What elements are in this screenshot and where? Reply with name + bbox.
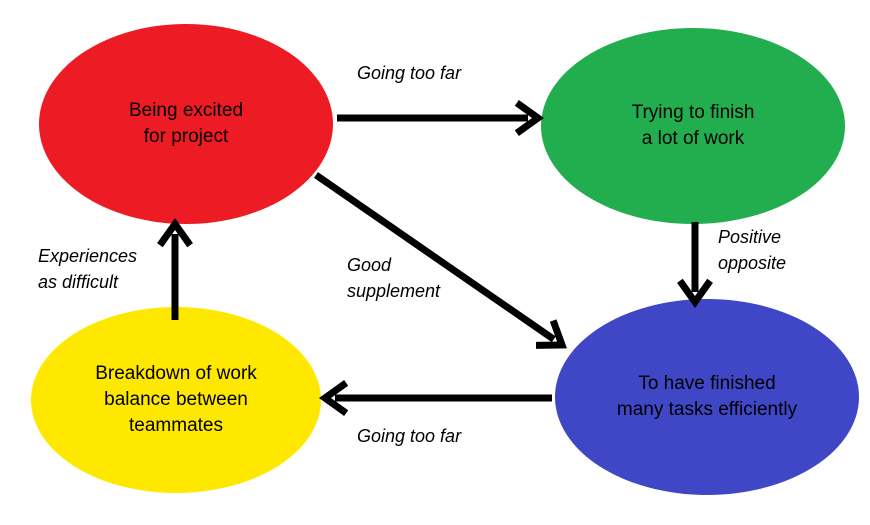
node-ellipse-to-have-finished[interactable] (555, 299, 859, 495)
edge-arrow-excited-to-finished-head (535, 319, 567, 349)
edge-arrow-trying-to-finished[interactable] (677, 222, 713, 309)
edge-label-excited-to-trying: Going too far (357, 63, 462, 83)
edges-layer (157, 100, 713, 416)
edge-arrow-breakdown-to-excited[interactable] (157, 217, 193, 320)
edge-arrow-excited-to-finished-shaft (314, 172, 556, 343)
edge-arrow-excited-to-finished[interactable] (314, 172, 567, 349)
node-ellipse-being-excited[interactable] (39, 24, 333, 224)
edge-arrow-trying-to-finished-head (677, 278, 713, 309)
edge-arrow-breakdown-to-excited-head (157, 217, 193, 248)
edge-arrow-excited-to-trying-head (514, 100, 545, 136)
node-ellipse-trying-to-finish[interactable] (541, 28, 845, 224)
node-ellipse-breakdown-of-work[interactable] (31, 307, 321, 493)
edge-label-breakdown-to-excited: Experiences as difficult (38, 246, 138, 293)
edge-arrow-finished-to-breakdown-head (318, 380, 349, 416)
edge-label-finished-to-breakdown: Going too far (357, 426, 462, 446)
nodes-layer (31, 24, 859, 495)
edge-arrow-finished-to-breakdown[interactable] (318, 380, 552, 416)
edge-label-excited-to-finished: Good supplement (347, 255, 441, 302)
edge-arrow-excited-to-trying[interactable] (337, 100, 545, 136)
edge-label-trying-to-finished: Positive opposite (718, 227, 787, 274)
